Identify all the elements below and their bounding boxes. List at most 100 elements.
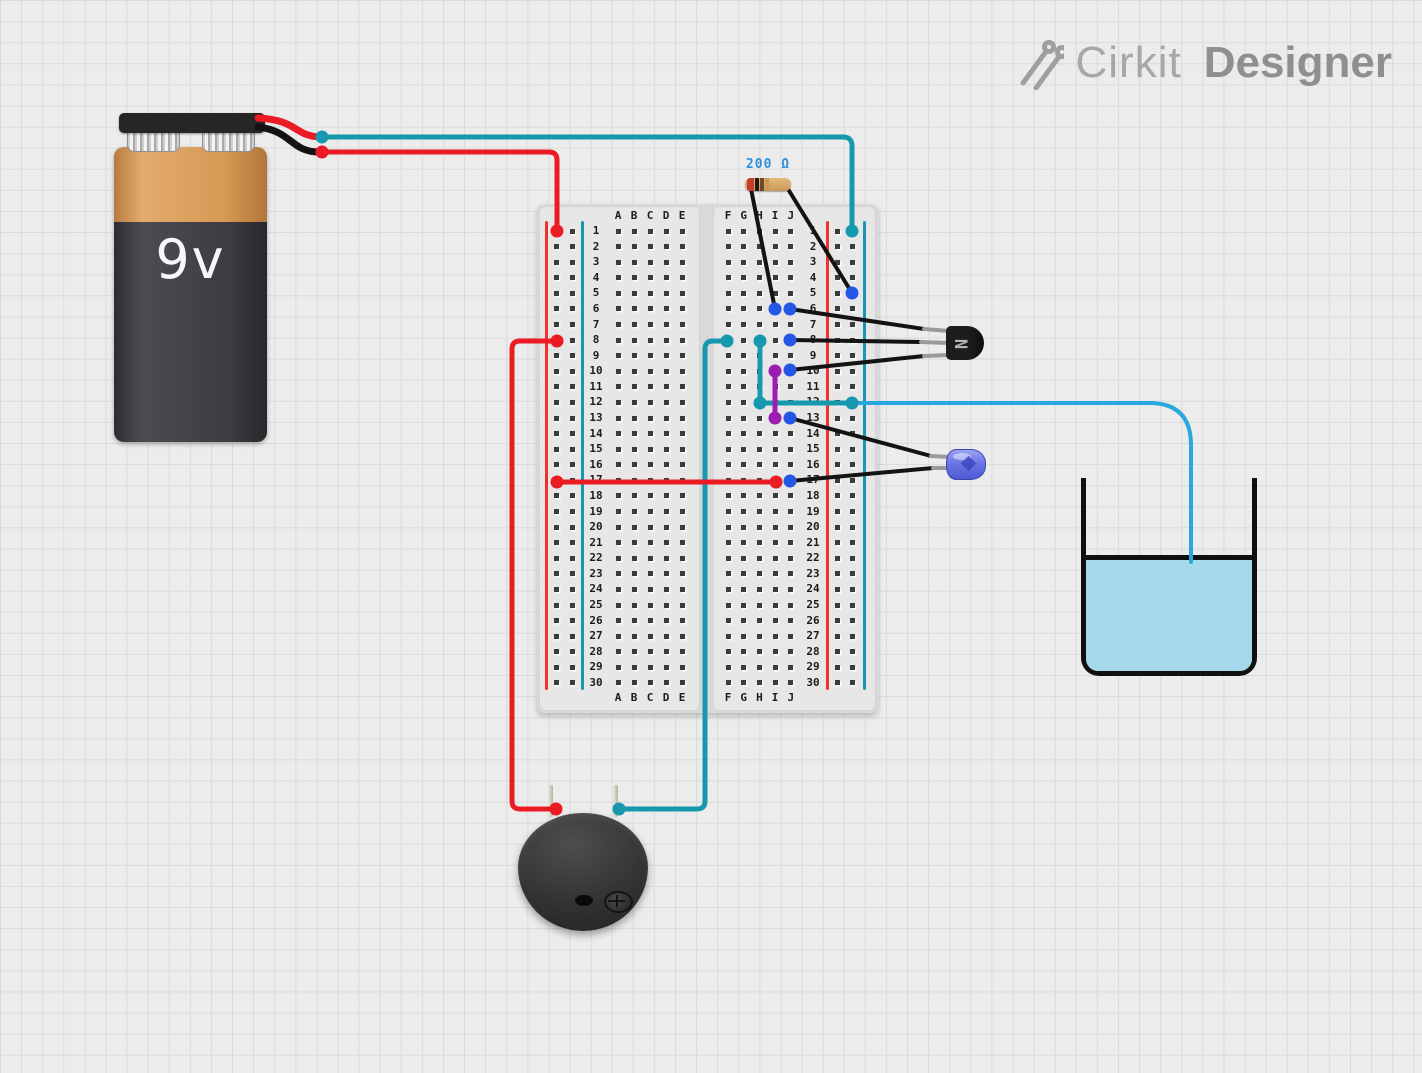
resistor-lead-left[interactable] [749, 187, 777, 311]
rail-hole[interactable] [834, 680, 840, 686]
breadboard-hole[interactable] [663, 649, 669, 655]
breadboard-hole[interactable] [788, 509, 794, 515]
breadboard-hole[interactable] [741, 509, 747, 515]
breadboard-hole[interactable] [615, 228, 621, 234]
breadboard-hole[interactable] [741, 446, 747, 452]
breadboard-hole[interactable] [647, 633, 653, 639]
breadboard-hole[interactable] [788, 431, 794, 437]
breadboard-hole[interactable] [741, 337, 747, 343]
breadboard-hole[interactable] [741, 290, 747, 296]
breadboard-hole[interactable] [788, 555, 794, 561]
breadboard-hole[interactable] [663, 431, 669, 437]
breadboard-hole[interactable] [647, 664, 653, 670]
breadboard-hole[interactable] [756, 649, 762, 655]
breadboard-hole[interactable] [788, 524, 794, 530]
water-beaker[interactable] [1081, 478, 1257, 676]
breadboard-hole[interactable] [663, 680, 669, 686]
rail-hole[interactable] [553, 353, 559, 359]
rail-hole[interactable] [850, 633, 855, 639]
breadboard-hole[interactable] [631, 399, 637, 405]
breadboard-hole[interactable] [725, 680, 731, 686]
rail-hole[interactable] [553, 664, 559, 670]
breadboard-hole[interactable] [772, 618, 778, 624]
breadboard-hole[interactable] [772, 446, 778, 452]
breadboard-hole[interactable] [615, 524, 621, 530]
breadboard-hole[interactable] [772, 431, 778, 437]
breadboard-hole[interactable] [647, 322, 653, 328]
breadboard-hole[interactable] [756, 555, 762, 561]
breadboard-hole[interactable] [725, 306, 731, 312]
breadboard-hole[interactable] [756, 664, 762, 670]
breadboard-hole[interactable] [679, 399, 685, 405]
breadboard-hole[interactable] [741, 275, 747, 281]
rail-hole[interactable] [850, 368, 855, 374]
breadboard-hole[interactable] [679, 586, 685, 592]
breadboard-hole[interactable] [788, 586, 794, 592]
breadboard-hole[interactable] [679, 618, 685, 624]
rail-hole[interactable] [569, 540, 575, 546]
breadboard-hole[interactable] [647, 431, 653, 437]
breadboard-hole[interactable] [741, 602, 747, 608]
breadboard-hole[interactable] [725, 244, 731, 250]
wire-teal-f8-to-buzzer[interactable] [616, 338, 730, 812]
breadboard-hole[interactable] [772, 322, 778, 328]
rail-hole[interactable] [569, 353, 575, 359]
rail-hole[interactable] [834, 664, 840, 670]
rail-hole[interactable] [569, 664, 575, 670]
breadboard-hole[interactable] [663, 275, 669, 281]
rail-hole[interactable] [569, 555, 575, 561]
breadboard-hole[interactable] [725, 322, 731, 328]
breadboard-hole[interactable] [615, 384, 621, 390]
breadboard-hole[interactable] [679, 540, 685, 546]
breadboard-hole[interactable] [788, 384, 794, 390]
breadboard-hole[interactable] [756, 290, 762, 296]
breadboard-hole[interactable] [772, 509, 778, 515]
breadboard-hole[interactable] [788, 259, 794, 265]
breadboard-hole[interactable] [772, 462, 778, 468]
breadboard-hole[interactable] [647, 509, 653, 515]
breadboard-hole[interactable] [663, 555, 669, 561]
breadboard-hole[interactable] [615, 664, 621, 670]
breadboard-hole[interactable] [788, 228, 794, 234]
breadboard-hole[interactable] [725, 586, 731, 592]
breadboard-hole[interactable] [756, 509, 762, 515]
rail-hole[interactable] [569, 571, 575, 577]
breadboard-hole[interactable] [631, 353, 637, 359]
breadboard-hole[interactable] [725, 446, 731, 452]
rail-hole[interactable] [553, 524, 559, 530]
breadboard-hole[interactable] [772, 275, 778, 281]
breadboard-hole[interactable] [631, 275, 637, 281]
breadboard-hole[interactable] [788, 446, 794, 452]
breadboard-hole[interactable] [631, 431, 637, 437]
breadboard-hole[interactable] [679, 680, 685, 686]
transistor-lead-stub-bottom[interactable] [922, 353, 951, 358]
breadboard-hole[interactable] [631, 555, 637, 561]
breadboard-hole[interactable] [772, 571, 778, 577]
rail-hole[interactable] [553, 618, 559, 624]
rail-hole[interactable] [569, 368, 575, 374]
breadboard-hole[interactable] [679, 353, 685, 359]
rail-hole[interactable] [569, 415, 575, 421]
breadboard-hole[interactable] [615, 633, 621, 639]
breadboard-hole[interactable] [741, 493, 747, 499]
breadboard-hole[interactable] [756, 259, 762, 265]
rail-hole[interactable] [553, 431, 559, 437]
breadboard-hole[interactable] [615, 368, 621, 374]
breadboard-hole[interactable] [772, 337, 778, 343]
rail-hole[interactable] [569, 680, 575, 686]
breadboard-hole[interactable] [725, 602, 731, 608]
rail-hole[interactable] [553, 368, 559, 374]
breadboard-hole[interactable] [772, 524, 778, 530]
breadboard-hole[interactable] [615, 649, 621, 655]
breadboard-hole[interactable] [615, 493, 621, 499]
blue-led[interactable] [946, 449, 986, 480]
npn-transistor[interactable]: N [946, 326, 984, 360]
breadboard-hole[interactable] [631, 586, 637, 592]
breadboard-hole[interactable] [615, 602, 621, 608]
breadboard-hole[interactable] [788, 540, 794, 546]
breadboard-hole[interactable] [788, 462, 794, 468]
breadboard-hole[interactable] [631, 680, 637, 686]
rail-hole[interactable] [834, 415, 840, 421]
breadboard-hole[interactable] [663, 509, 669, 515]
rail-hole[interactable] [850, 244, 855, 250]
